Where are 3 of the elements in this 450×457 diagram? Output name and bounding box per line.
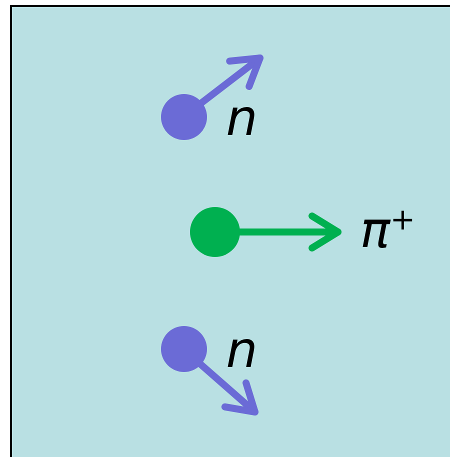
particle-label: n (226, 325, 258, 375)
particle-label: π$^{+}$ (360, 205, 416, 255)
particle-label: n (226, 93, 258, 143)
